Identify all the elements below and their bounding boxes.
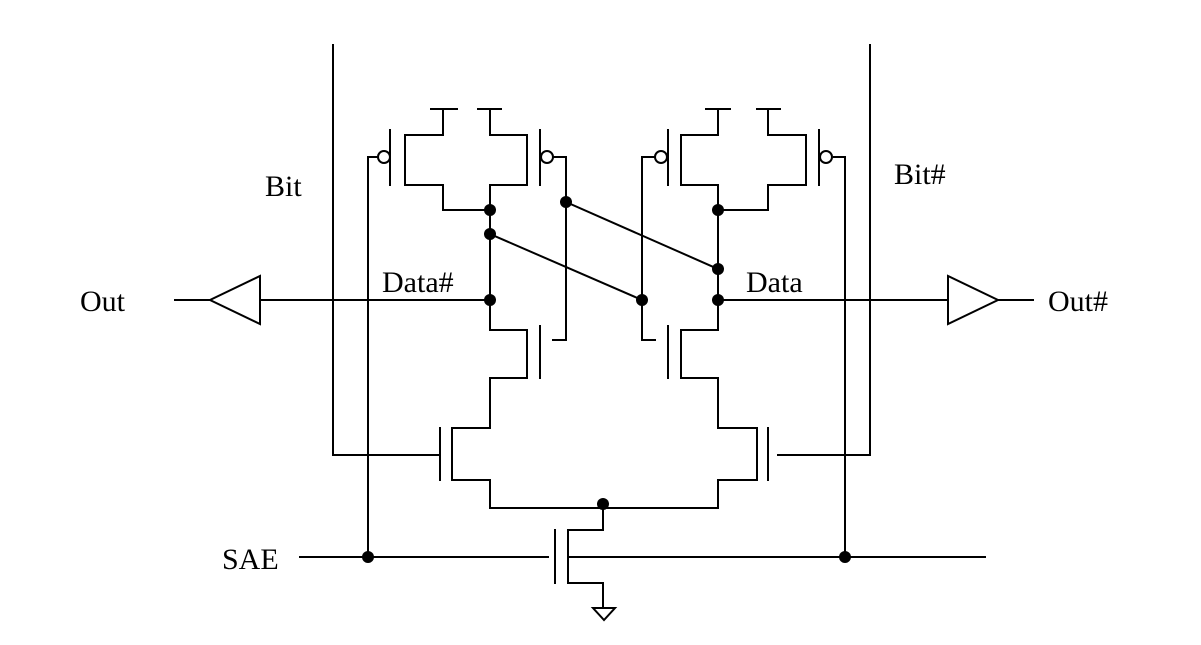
out-label: Out — [80, 285, 126, 318]
bit-line — [332, 44, 441, 456]
precharge-pmos-left — [377, 108, 554, 211]
bit-bar-label: Bit# — [894, 158, 946, 191]
precharge-pmos-right — [654, 108, 833, 211]
sae-line — [299, 156, 986, 558]
gate-wiring — [552, 156, 656, 341]
output-buffer-right — [717, 274, 1034, 326]
data-node — [680, 209, 719, 403]
ground-icon — [590, 607, 618, 622]
data-bar-label: Data# — [382, 266, 454, 299]
bit-bar-line — [777, 44, 871, 456]
data-label: Data — [746, 266, 803, 299]
junction-dots — [362, 196, 851, 563]
data-bar-node — [489, 209, 528, 403]
latch-nmos — [539, 325, 669, 379]
sae-label: SAE — [222, 543, 279, 576]
input-nmos-pair — [439, 401, 769, 509]
tail-nmos — [554, 503, 604, 609]
bit-label: Bit — [265, 170, 302, 203]
out-bar-label: Out# — [1048, 285, 1108, 318]
cross-coupling — [488, 200, 720, 302]
output-buffer-left — [174, 274, 491, 326]
